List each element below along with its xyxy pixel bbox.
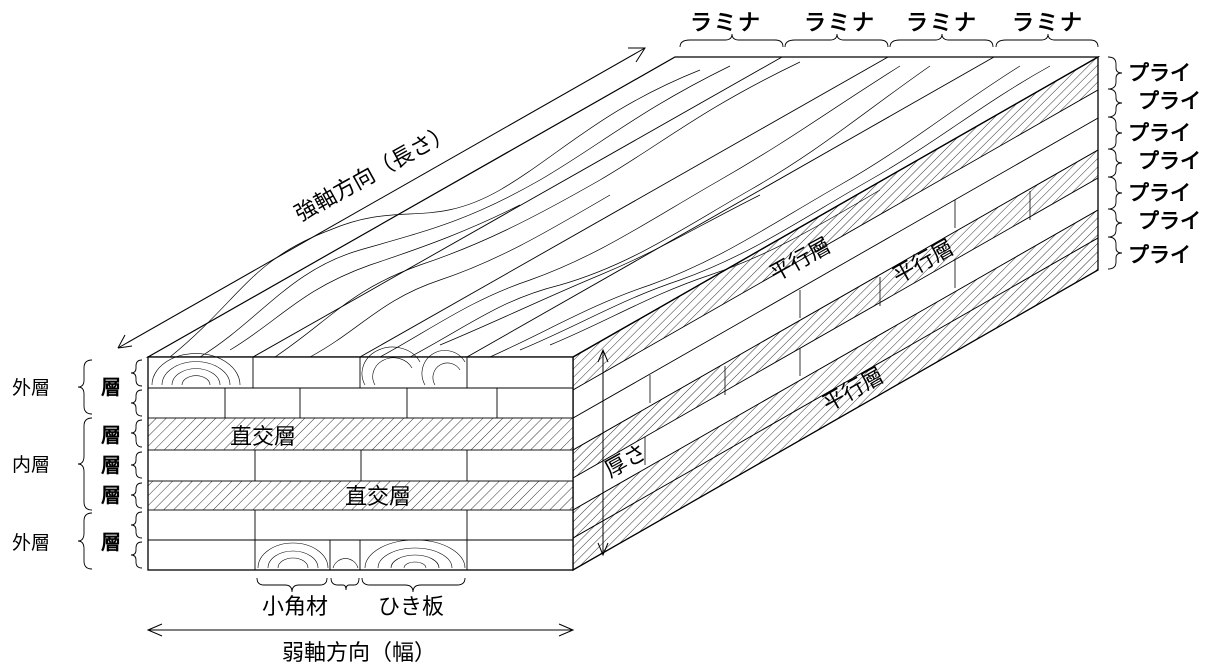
ply-labels: プライ プライ プライ プライ プライ プライ プライ <box>1128 61 1201 267</box>
ply-label: プライ <box>1138 209 1201 233</box>
left-braces <box>77 359 143 570</box>
layer-mark: 層 <box>101 483 121 507</box>
lamina-label: ラミナ <box>906 11 978 36</box>
lamina-label: ラミナ <box>804 11 876 36</box>
thickness-arrow <box>597 348 609 557</box>
small-square-label: 小角材 <box>262 595 328 620</box>
lamina-label: ラミナ <box>690 11 762 36</box>
lamina-label: ラミナ <box>1012 11 1084 36</box>
layer-group-labels: 外層 内層 外層 <box>12 377 50 554</box>
layer-mark: 層 <box>101 453 121 477</box>
strong-axis-arrow <box>117 47 646 349</box>
ply-label: プライ <box>1138 149 1201 173</box>
cross-layer-labels: 直交層 直交層 <box>230 425 411 510</box>
inner-layer-label: 内層 <box>12 454 50 476</box>
ply-braces <box>1107 56 1123 270</box>
wood-grain <box>169 61 1051 358</box>
end-grain-rings <box>151 346 466 569</box>
ply-label: プライ <box>1128 243 1191 267</box>
outer-layer-label: 外層 <box>12 377 50 399</box>
ply-label: プライ <box>1138 89 1201 113</box>
lamina-braces <box>679 33 1099 48</box>
cross-layer-label: 直交層 <box>345 485 411 510</box>
bottom-braces <box>256 577 466 593</box>
layer-mark: 層 <box>101 423 121 447</box>
top-face <box>145 56 1101 358</box>
side-face <box>572 55 1099 572</box>
front-face <box>147 346 574 571</box>
ply-label: プライ <box>1128 61 1191 85</box>
cross-layer-label: 直交層 <box>230 425 296 450</box>
layer-marks: 層 層 層 層 層 <box>101 375 121 554</box>
lamina-labels: ラミナ ラミナ ラミナ ラミナ <box>690 11 1084 36</box>
ply-label: プライ <box>1128 181 1191 205</box>
outer-layer-label: 外層 <box>12 532 50 554</box>
layer-mark: 層 <box>101 375 121 399</box>
weak-axis-label: 弱軸方向（幅） <box>282 641 436 666</box>
layer-mark: 層 <box>101 530 121 554</box>
sawn-board-label: ひき板 <box>378 595 444 620</box>
weak-axis-arrow <box>146 623 575 637</box>
ply-label: プライ <box>1128 121 1191 145</box>
